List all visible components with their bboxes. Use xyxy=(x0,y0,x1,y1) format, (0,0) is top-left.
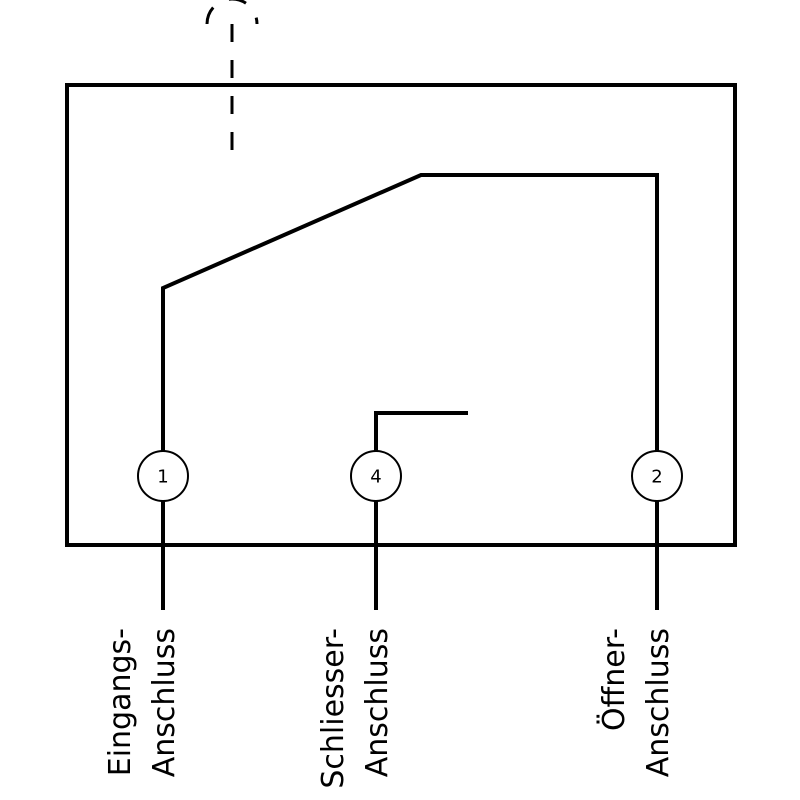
terminal-1: 1 xyxy=(137,450,189,502)
normally-open-contact xyxy=(374,411,468,460)
input-label-line1: Eingangs- xyxy=(103,628,138,776)
normally-open-terminal-label: Schliesser- Anschluss xyxy=(316,628,395,789)
terminal-1-circle xyxy=(137,450,189,502)
normally-closed-label-line2: Anschluss xyxy=(641,628,676,777)
normally-closed-label-line1: Öffner- xyxy=(596,628,632,731)
switch-housing xyxy=(65,83,737,547)
terminal-2-circle xyxy=(631,450,683,502)
terminal-4: 4 xyxy=(350,450,402,502)
terminal-1-number: 1 xyxy=(157,467,168,488)
actuator-arc xyxy=(205,0,259,25)
normally-closed-terminal-label: Öffner- Anschluss xyxy=(596,628,676,777)
changeover-contact-wire xyxy=(161,173,659,465)
terminal-4-number: 4 xyxy=(370,467,381,488)
terminal-2-number: 2 xyxy=(651,467,662,488)
normally-open-label-line2: Anschluss xyxy=(360,628,395,777)
terminal-4-circle xyxy=(350,450,402,502)
terminal-2: 2 xyxy=(631,450,683,502)
input-label-line2: Anschluss xyxy=(147,628,182,777)
normally-open-label-line1: Schliesser- xyxy=(316,628,351,789)
input-terminal-label: Eingangs- Anschluss xyxy=(103,628,182,777)
